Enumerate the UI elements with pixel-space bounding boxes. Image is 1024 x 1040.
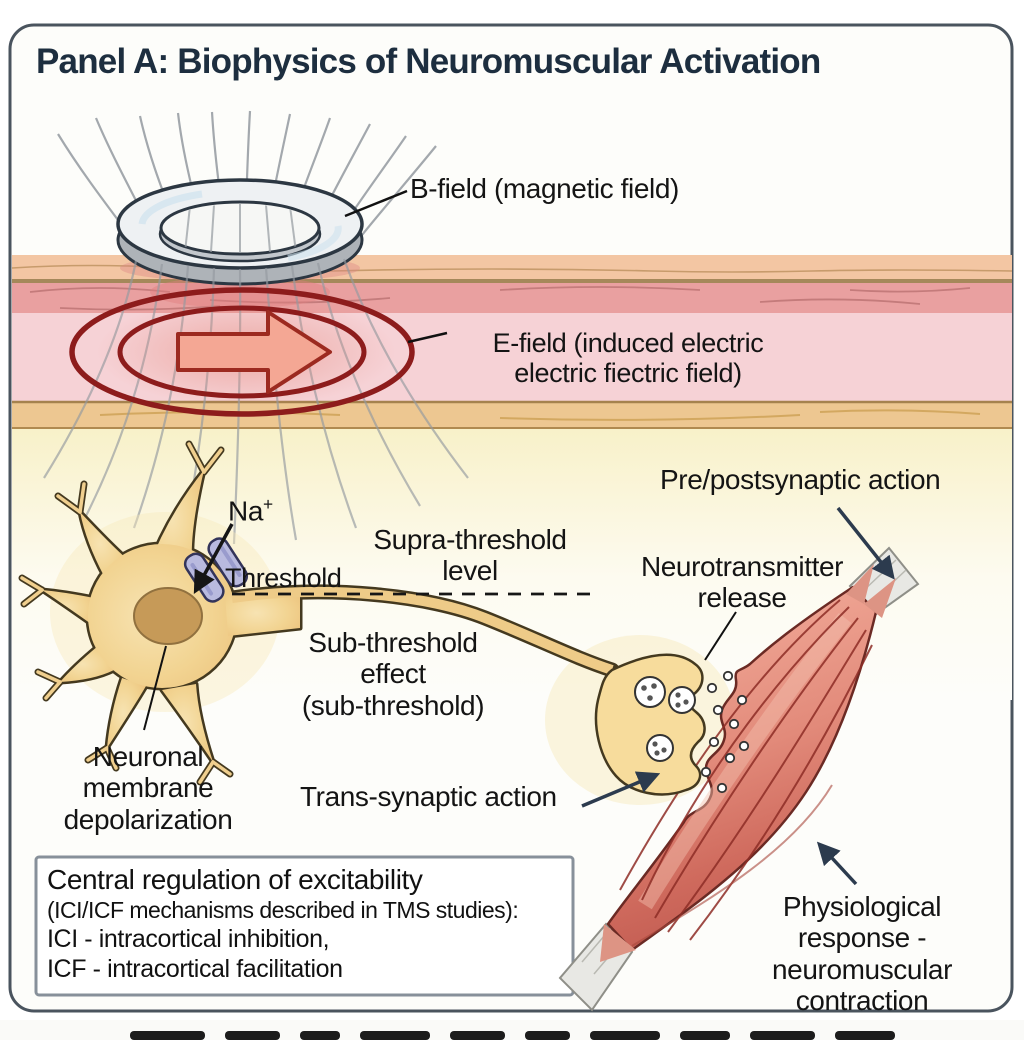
sub-threshold-label: Sub-threshold effect (sub-threshold) <box>301 627 485 721</box>
nucleus <box>133 587 203 645</box>
trans-synaptic-label: Trans-synaptic action <box>300 781 557 812</box>
infobox-icf-line: ICF - intracortical facilitation <box>47 955 343 983</box>
b-field-label: B-field (magnetic field) <box>410 173 679 204</box>
e-field-arrow-icon <box>176 310 332 394</box>
threshold-label: Threshold <box>225 563 342 593</box>
magnetic-coil <box>116 178 364 286</box>
neurotransmitter-dots <box>700 670 750 794</box>
b-field-leader <box>344 189 408 218</box>
trans-synaptic-arrow <box>581 771 661 808</box>
na-text: Na <box>228 495 263 527</box>
na-influx-arrow <box>193 523 234 594</box>
neurotransmitter-label: Neurotransmitter release <box>640 551 844 614</box>
na-superscript: + <box>263 494 273 514</box>
muscle-illustration <box>558 546 920 1012</box>
axon-terminal <box>594 653 750 796</box>
axon <box>231 586 614 675</box>
muscle-striations <box>619 599 873 941</box>
infobox-subtitle: (ICI/ICF mechanisms described in TMS stu… <box>47 897 519 923</box>
nt-release-leader <box>704 611 737 661</box>
panel-title: Panel A: Biophysics of Neuromuscular Act… <box>36 42 821 81</box>
prepost-arrow <box>836 506 895 580</box>
infobox-title: Central regulation of excitability <box>47 864 423 895</box>
depolarization-leader <box>143 645 167 731</box>
na-ion-label: Na+ <box>228 494 273 527</box>
supra-threshold-label: Supra-threshold level <box>373 524 567 587</box>
physiological-arrow <box>816 841 858 886</box>
infobox-ici-line: ICI - intracortical inhibition, <box>47 925 330 953</box>
physiological-label: Physiological response - neuromuscular c… <box>772 891 952 1017</box>
e-field-label: E-field (induced electric electric fiect… <box>492 328 764 389</box>
cropped-bottom-strip <box>0 1020 1024 1040</box>
neuronal-depolarization-label: Neuronal membrane depolarization <box>63 741 233 835</box>
e-field-leader <box>407 331 448 344</box>
pre-postsynaptic-label: Pre/postsynaptic action <box>660 464 941 495</box>
infobox-frame <box>34 855 575 997</box>
synaptic-vesicles <box>634 676 696 762</box>
muscle-belly <box>606 585 878 952</box>
